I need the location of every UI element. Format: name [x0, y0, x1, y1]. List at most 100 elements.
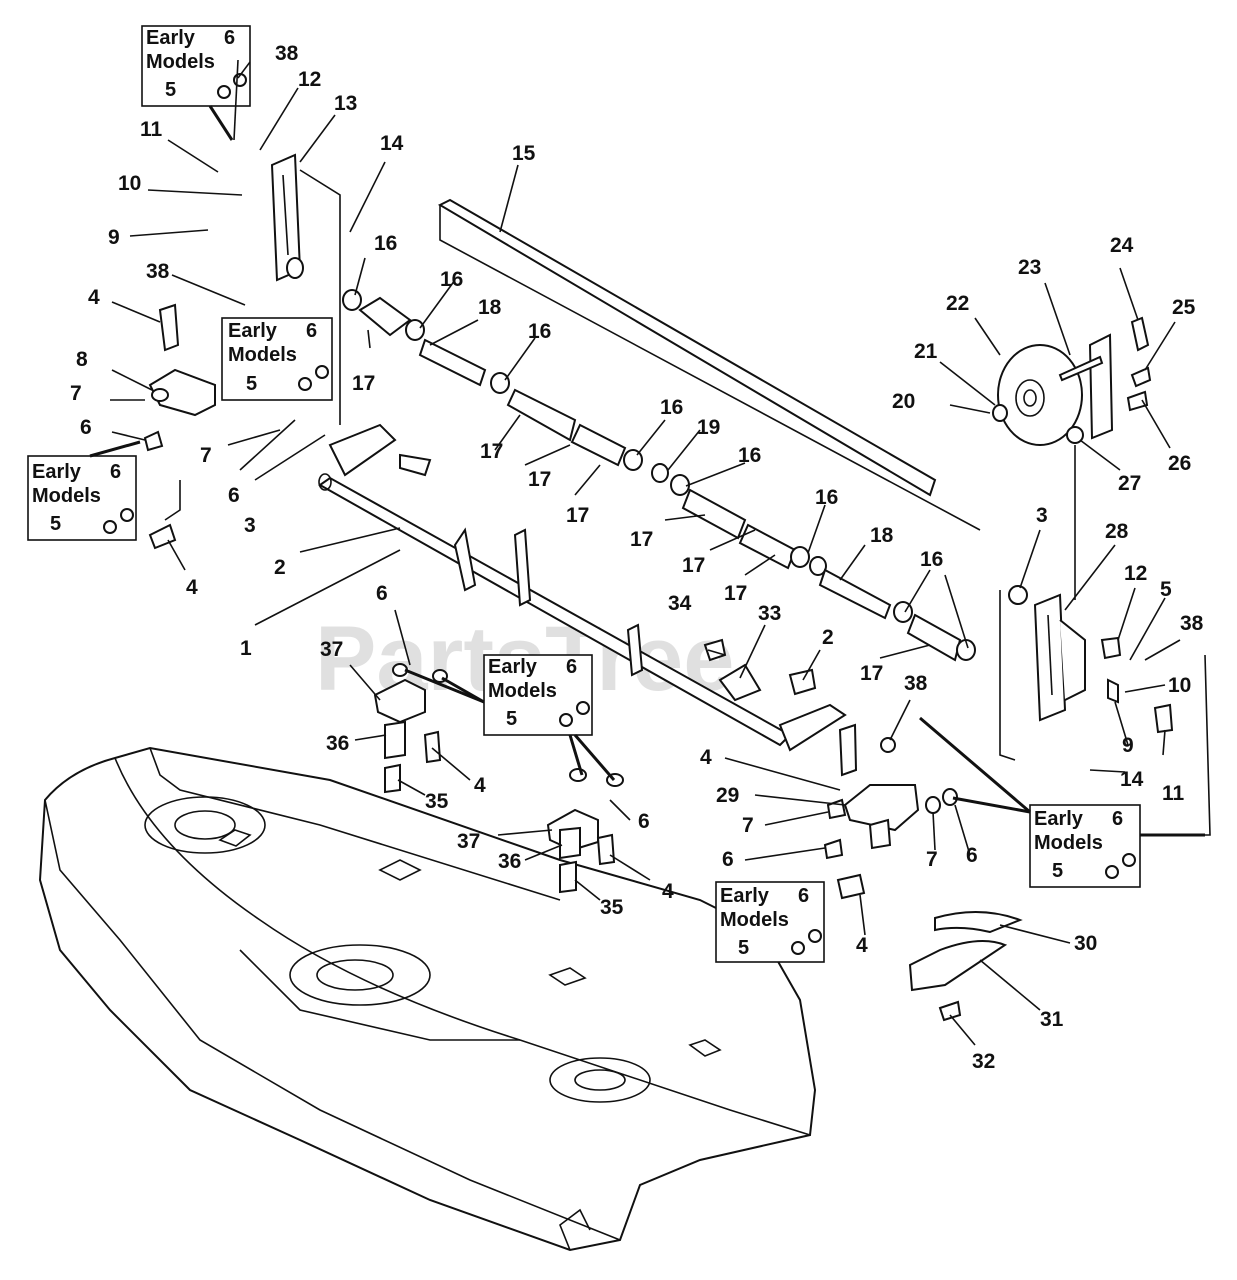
callout-17: 17: [566, 504, 589, 527]
callout-7: 7: [742, 814, 754, 837]
early-models-box-6: Early 6 Models 5: [715, 881, 825, 963]
svg-text:6: 6: [306, 320, 317, 342]
callout-16: 16: [660, 396, 683, 419]
callout-34: 34: [668, 592, 692, 615]
callout-33: 33: [758, 602, 781, 625]
callout-20: 20: [892, 390, 915, 413]
callout-35: 35: [600, 896, 624, 919]
callout-14: 14: [380, 132, 404, 155]
right-pivot-bracket-29: [823, 723, 958, 900]
callout-4: 4: [186, 576, 198, 599]
callout-32: 32: [972, 1050, 995, 1073]
svg-text:Early: Early: [146, 27, 196, 49]
trunnion-left: [373, 663, 448, 794]
callout-17: 17: [682, 554, 705, 577]
svg-text:6: 6: [224, 27, 235, 49]
callout-16: 16: [920, 548, 943, 571]
callout-22: 22: [946, 292, 969, 315]
callout-16: 16: [528, 320, 551, 343]
callout-17: 17: [352, 372, 375, 395]
right-bracket-28: [999, 585, 1211, 836]
early-models-box-5: Early 6 Models 5: [919, 716, 1205, 888]
callout-12: 12: [298, 68, 321, 91]
callout-13: 13: [334, 92, 357, 115]
callout-4: 4: [88, 286, 100, 309]
callout-21: 21: [914, 340, 938, 363]
callout-17: 17: [630, 528, 653, 551]
svg-text:Models: Models: [1034, 832, 1103, 854]
rod-15: [437, 198, 981, 531]
callout-1: 1: [240, 637, 252, 660]
callout-4: 4: [700, 746, 712, 769]
svg-text:Early: Early: [488, 656, 538, 678]
callout-7: 7: [200, 444, 212, 467]
svg-text:5: 5: [165, 79, 176, 101]
svg-text:Models: Models: [146, 51, 215, 73]
svg-text:Models: Models: [720, 909, 789, 931]
callout-17: 17: [480, 440, 503, 463]
mower-deck: [38, 746, 817, 1252]
callout-7: 7: [70, 382, 82, 405]
callout-17: 17: [528, 468, 551, 491]
early-models-box-3: Early 6 Models 5: [27, 440, 141, 541]
callout-6: 6: [638, 810, 650, 833]
callout-9: 9: [1122, 734, 1134, 757]
left-bracket-13: [270, 153, 341, 425]
svg-text:Models: Models: [488, 680, 557, 702]
svg-text:Early: Early: [228, 320, 278, 342]
callout-10: 10: [1168, 674, 1191, 697]
callout-4: 4: [662, 880, 674, 903]
trunnion-right: [546, 768, 624, 894]
callout-10: 10: [118, 172, 141, 195]
callout-38: 38: [1180, 612, 1204, 635]
callout-19: 19: [697, 416, 720, 439]
svg-text:Models: Models: [228, 344, 297, 366]
svg-text:5: 5: [50, 513, 61, 535]
callout-17: 17: [724, 582, 747, 605]
callout-12: 12: [1124, 562, 1147, 585]
callout-6: 6: [80, 416, 92, 439]
callout-36: 36: [498, 850, 521, 873]
callout-18: 18: [478, 296, 502, 319]
svg-text:6: 6: [566, 656, 577, 678]
callout-23: 23: [1018, 256, 1041, 279]
callout-9: 9: [108, 226, 120, 249]
callout-36: 36: [326, 732, 349, 755]
callout-labels: 38 12 13 11 14 15 10 9 16 38 16 4 18 16 …: [70, 42, 1204, 1073]
callout-29: 29: [716, 784, 739, 807]
callout-18: 18: [870, 524, 894, 547]
callout-6: 6: [376, 582, 388, 605]
callout-17: 17: [860, 662, 883, 685]
callout-15: 15: [512, 142, 536, 165]
left-pivot-bracket-8: [143, 303, 216, 550]
svg-text:5: 5: [738, 937, 749, 959]
callout-31: 31: [1040, 1008, 1064, 1031]
callout-3: 3: [244, 514, 256, 537]
callout-11: 11: [1162, 782, 1185, 805]
callout-2: 2: [822, 626, 834, 649]
svg-text:Models: Models: [32, 485, 101, 507]
svg-text:6: 6: [110, 461, 121, 483]
callout-16: 16: [815, 486, 838, 509]
callout-4: 4: [856, 934, 868, 957]
svg-text:Early: Early: [32, 461, 82, 483]
callout-6: 6: [722, 848, 734, 871]
roller-assembly: [342, 289, 976, 662]
callout-14: 14: [1120, 768, 1144, 791]
early-models-box-2: Early 6 Models 5: [221, 317, 333, 401]
svg-text:5: 5: [246, 373, 257, 395]
callout-24: 24: [1110, 234, 1134, 257]
scraper-30-31: [908, 911, 1023, 1022]
callout-27: 27: [1118, 472, 1141, 495]
callout-2: 2: [274, 556, 286, 579]
callout-11: 11: [140, 118, 163, 141]
callout-37: 37: [457, 830, 480, 853]
shaft-1: [318, 423, 847, 752]
wheel-22: [992, 316, 1152, 600]
leader-lines: [110, 59, 1181, 1046]
callout-16: 16: [738, 444, 761, 467]
svg-text:5: 5: [1052, 860, 1063, 882]
callout-38: 38: [146, 260, 170, 283]
callout-8: 8: [76, 348, 88, 371]
